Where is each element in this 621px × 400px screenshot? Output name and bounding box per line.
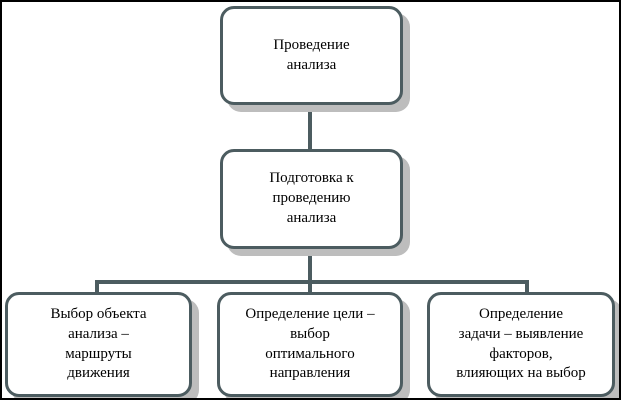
node-goal[interactable]: Определение цели – выбор оптимального на… — [217, 292, 403, 397]
connector-root-to-prep — [308, 104, 312, 150]
node-task-label: Определение задачи – выявление факторов,… — [456, 305, 586, 382]
connector-bus-to-object — [95, 280, 99, 294]
connector-prep-to-bus — [308, 248, 312, 284]
connector-bus-to-goal — [308, 280, 312, 294]
node-goal-label: Определение цели – выбор оптимального на… — [245, 305, 375, 382]
node-root-label: Проведение анализа — [273, 36, 350, 73]
node-task[interactable]: Определение задачи – выявление факторов,… — [427, 292, 615, 397]
node-object[interactable]: Выбор объекта анализа – маршруты движени… — [5, 292, 192, 397]
node-prep-label: Подготовка к проведению анализа — [269, 170, 354, 226]
connector-horizontal-bus — [95, 280, 529, 284]
connector-bus-to-task — [525, 280, 529, 294]
node-object-label: Выбор объекта анализа – маршруты движени… — [50, 305, 147, 382]
node-root[interactable]: Проведение анализа — [220, 6, 403, 105]
node-prep[interactable]: Подготовка к проведению анализа — [220, 149, 403, 249]
